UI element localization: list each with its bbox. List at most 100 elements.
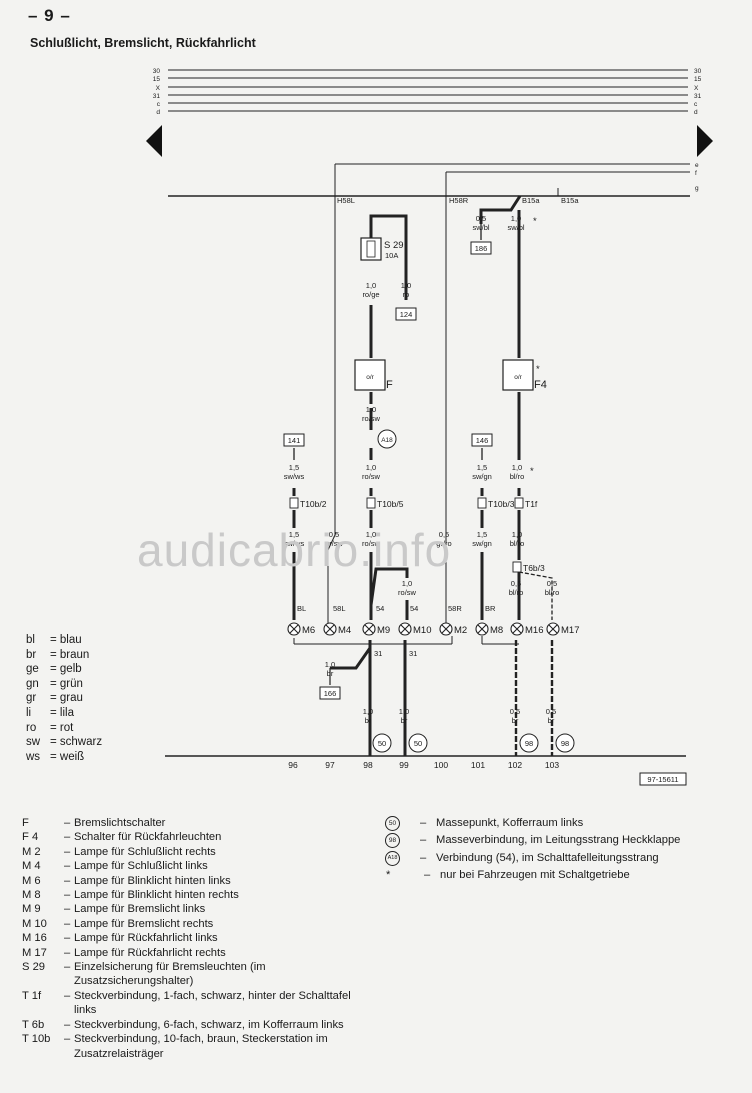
switch-f4-symbol: o/r [514,374,522,381]
legend-text: nur bei Fahrzeugen mit Schaltgetriebe [440,869,630,882]
ref-141: 141 [288,436,301,445]
legend-row: M 4–Lampe für Schlußlicht links [22,859,362,873]
track-number: 99 [399,760,409,770]
component-legend: F–Bremslichtschalter F 4–Schalter für Rü… [22,816,362,1061]
wire-label: sw/gn [472,539,492,548]
wire-label: 0,5 [329,530,339,539]
bus-label-r1: 15 [694,76,702,83]
legend-row: 98 –Masseverbindung, im Leitungsstrang H… [382,833,722,849]
wire-label: ro/sw [398,588,417,597]
color-code-row: gr= grau [26,691,102,706]
legend-code: M 10 [22,917,47,930]
lamp-m10 [398,622,412,636]
fuse-rating: 10A [385,251,398,260]
color-code-row: sw= schwarz [26,735,102,750]
wire-label: 1,0 [366,530,376,539]
legend-row: A18 –Verbindung (54), im Schalttafelleit… [382,850,722,866]
legend-code: M 16 [22,932,47,945]
wire-label: 1,0 [511,214,521,223]
lamp-m6 [287,622,301,636]
bus-label-r5: d [694,109,698,116]
connector-t10b2 [289,497,299,509]
color-name: = grün [50,677,83,690]
wire-label: br [365,716,372,725]
color-abbr: ro [26,721,37,734]
color-code-list: bl= blau br= braun ge= gelb gn= grün gr=… [26,633,102,764]
legend-code: F 4 [22,831,39,844]
color-abbr: bl [26,634,35,646]
conn-label: T6b/3 [523,563,545,573]
wire-label: ro/sw [362,414,381,423]
wire-s29-feed [369,214,408,300]
connector-t10b5 [366,497,376,509]
legend-text: Lampe für Bremslicht links [74,903,206,916]
track-number: 98 [363,760,373,770]
legend-row: M 10–Lampe für Bremslicht rechts [22,917,362,931]
wire-label: ro/sw [362,472,381,481]
wire-label: 1,0 [325,660,335,669]
ground-point-50b [408,733,428,753]
wire-label: 1,0 [512,463,522,472]
track-number: 100 [434,760,448,770]
ref-124: 124 [400,310,413,319]
legend-code: T 6b [22,1018,45,1031]
legend-code: F [22,817,29,829]
wire-label: bl/ro [545,588,560,597]
wire-label: ro/ge [362,290,379,299]
legend-text: Einzelsicherung für Bremsleuchten (im Zu… [74,961,266,988]
wire-label: ro [403,290,410,299]
track-number: 102 [508,760,522,770]
color-abbr: li [26,706,32,719]
legend-row: F–Bremslichtschalter [22,816,362,830]
conn-label: T10b/5 [377,499,404,509]
conn-a18-label: A18 [381,437,393,444]
legend-row: * –nur bei Fahrzeugen mit Schaltgetriebe [382,868,722,882]
lamp-m8 [475,622,489,636]
conn-label: T10b/2 [300,499,327,509]
lamp-m16 [510,622,524,636]
bus-label-l1: 15 [153,76,161,83]
wire-label: 0,5 [511,579,521,588]
color-abbr: br [26,648,37,661]
color-name: = lila [50,706,74,719]
wire-label: bl/ro [510,539,525,548]
color-code-row: li = lila [26,706,102,721]
legend-row: S 29–Einzelsicherung für Bremsleuchten (… [22,960,362,989]
legend-text: Schalter für Rückfahrleuchten [74,831,222,844]
ground-point-50a [372,733,392,753]
bus-label-l5: d [156,109,160,116]
color-name: = braun [50,648,90,661]
legend-text: Massepunkt, Kofferraum links [436,817,584,829]
wire-label: 1,0 [402,579,412,588]
legend-text: Lampe für Bremslicht rechts [74,917,214,930]
color-name: = blau [50,634,82,646]
ref-box-141 [283,433,305,447]
wire-label: sw/bl [472,223,489,232]
color-code-row: ro = rot [26,721,102,736]
legend-code: S 29 [22,961,46,974]
wire-label: 1,5 [477,530,487,539]
ref-166: 166 [324,689,337,698]
legend-code: T 10b [22,1033,51,1046]
legend-row: T 6b–Steckverbindung, 6-fach, schwarz, i… [22,1018,362,1032]
wire-label: 0,5 [510,707,520,716]
legend-text: Steckverbindung, 10-fach, braun, Stecker… [74,1033,328,1060]
ref-box-186 [470,241,492,255]
lamp-label: M4 [338,625,351,636]
continuation-left-arrow [146,125,162,157]
ground-point-98b [555,733,575,753]
wire-label: br [548,716,555,725]
term-58l: 58L [333,604,346,613]
color-abbr: ge [26,663,39,676]
term-br: BR [485,604,496,613]
term-54a: 54 [376,604,384,613]
page-title: Schlußlicht, Bremslicht, Rückfahrlicht [30,36,256,50]
wire-label: 1,5 [289,463,299,472]
legend-row: M 9–Lampe für Bremslicht links [22,902,362,916]
color-name: = schwarz [50,736,103,749]
lamp-label: M2 [454,625,467,636]
connector-a18 [377,429,397,449]
connector-t1f [514,497,524,509]
legend-text: Steckverbindung, 1-fach, schwarz, hinter… [74,989,351,1017]
color-name: = rot [50,721,74,734]
